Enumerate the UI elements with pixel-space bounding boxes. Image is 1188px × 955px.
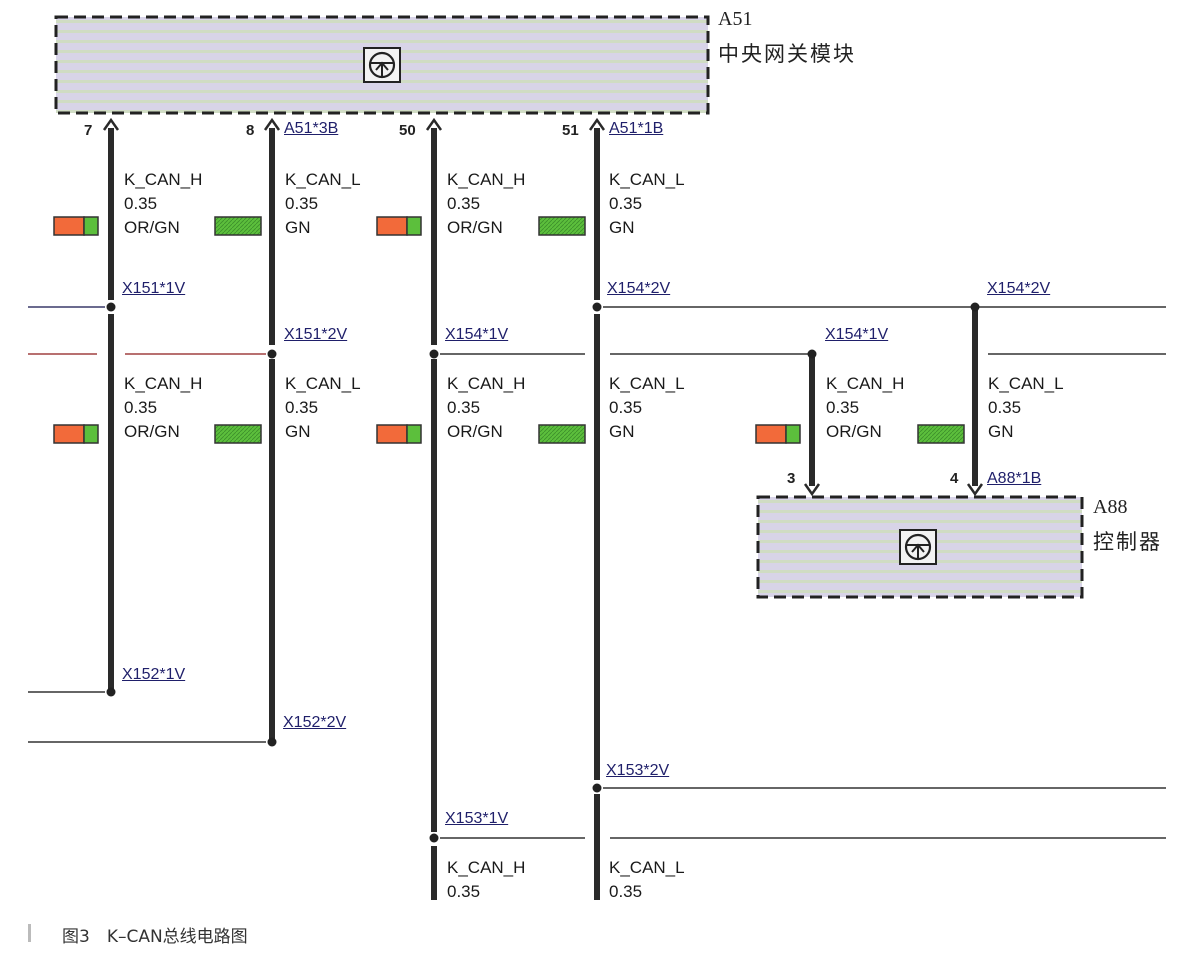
figure-bottom-margin [0, 901, 1188, 955]
connector-label: X153*1V [445, 810, 509, 827]
pin-number: 7 [84, 122, 93, 139]
wire-color: OR/GN [124, 422, 180, 441]
module-a88-code: A88 [1093, 496, 1128, 518]
wire-gauge: 0.35 [609, 882, 643, 901]
wire-label-block: K_CAN_L 0.35 GN [285, 168, 361, 240]
wire-label-block: K_CAN_L 0.35 GN [609, 372, 685, 444]
swatch-gn [538, 216, 586, 236]
branch-lines [28, 306, 1166, 839]
steering-wheel-icon [899, 529, 937, 565]
wire-label-block: K_CAN_H 0.35 OR/GN [447, 372, 525, 444]
swatch-gn [214, 424, 262, 444]
connector-label: A51*3B [284, 120, 339, 137]
connector-label: X153*2V [606, 762, 670, 779]
wire-label-block: K_CAN_L 0.35 GN [609, 168, 685, 240]
swatch-or-gn [376, 424, 408, 444]
pin-number: 4 [950, 470, 959, 487]
connector-label: A88*1B [987, 470, 1042, 487]
connector-label: X154*1V [445, 326, 509, 343]
splice-dots [106, 302, 980, 843]
connector-label: A51*1B [609, 120, 664, 137]
connector-label: X154*2V [987, 280, 1051, 297]
wire-label-block: K_CAN_H 0.35 [447, 856, 525, 904]
swatch-or-gn [376, 216, 408, 236]
wire-gauge: 0.35 [988, 398, 1022, 417]
connector-label: X152*1V [122, 666, 186, 683]
pin-number: 8 [246, 122, 255, 139]
pin-number: 50 [399, 122, 416, 139]
swatch-gn [917, 424, 965, 444]
pin-number: 51 [562, 122, 579, 139]
connector-label: X151*2V [284, 326, 348, 343]
signal-name: K_CAN_L [609, 170, 685, 189]
wire-color: GN [285, 218, 311, 237]
module-a51-code: A51 [718, 8, 753, 30]
wire-color: GN [988, 422, 1014, 441]
wire-gauge: 0.35 [609, 194, 643, 213]
connector-label: X152*2V [283, 714, 347, 731]
wire-gauge: 0.35 [447, 194, 481, 213]
wire-label-block: K_CAN_H 0.35 OR/GN [124, 372, 202, 444]
swatch-or-gn [53, 216, 85, 236]
signal-name: K_CAN_L [285, 170, 361, 189]
wire-gauge: 0.35 [124, 194, 158, 213]
wire-color: OR/GN [447, 218, 503, 237]
signal-name: K_CAN_L [609, 858, 685, 877]
wire-label-block: K_CAN_H 0.35 OR/GN [124, 168, 202, 240]
wire-color: GN [285, 422, 311, 441]
signal-name: K_CAN_H [826, 374, 905, 393]
wire-color: OR/GN [447, 422, 503, 441]
wire-gauge: 0.35 [285, 194, 319, 213]
wire-label-block: K_CAN_L 0.35 [609, 856, 685, 904]
wires [108, 128, 978, 900]
connector-label: X154*2V [607, 280, 671, 297]
wire-color: GN [609, 422, 635, 441]
wire-label-block: K_CAN_H 0.35 OR/GN [826, 372, 904, 444]
connector-label: X151*1V [122, 280, 186, 297]
signal-name: K_CAN_L [609, 374, 685, 393]
wire-gauge: 0.35 [447, 882, 481, 901]
caption-marker [28, 924, 31, 942]
signal-name: K_CAN_H [124, 374, 203, 393]
wire-color: OR/GN [826, 422, 882, 441]
signal-name: K_CAN_H [447, 170, 526, 189]
figure-caption: 图3 K–CAN总线电路图 [62, 927, 248, 947]
swatch-gn [214, 216, 262, 236]
signal-name: K_CAN_L [285, 374, 361, 393]
pin-number: 3 [787, 470, 796, 487]
swatch-gn [538, 424, 586, 444]
module-a51-name: 中央网关模块 [718, 42, 856, 66]
swatch-or-gn [755, 424, 787, 444]
wire-gauge: 0.35 [447, 398, 481, 417]
wire-label-block: K_CAN_H 0.35 OR/GN [447, 168, 525, 240]
wire-label-block: K_CAN_L 0.35 GN [285, 372, 361, 444]
wire-gauge: 0.35 [826, 398, 860, 417]
signal-name: K_CAN_L [988, 374, 1064, 393]
wire-gauge: 0.35 [124, 398, 158, 417]
wire-gauge: 0.35 [285, 398, 319, 417]
wire-gauge: 0.35 [609, 398, 643, 417]
swatch-or-gn [53, 424, 85, 444]
wire-color: GN [609, 218, 635, 237]
module-a88-name: 控制器 [1093, 530, 1162, 554]
wire-color-swatches [53, 216, 965, 444]
wire-label-block: K_CAN_L 0.35 GN [988, 372, 1064, 444]
module-a88-box [756, 495, 1084, 599]
pin-arrows [102, 117, 984, 497]
signal-name: K_CAN_H [124, 170, 203, 189]
signal-name: K_CAN_H [447, 858, 526, 877]
connector-label: X154*1V [825, 326, 889, 343]
signal-name: K_CAN_H [447, 374, 526, 393]
wire-color: OR/GN [124, 218, 180, 237]
steering-wheel-icon [363, 47, 401, 83]
